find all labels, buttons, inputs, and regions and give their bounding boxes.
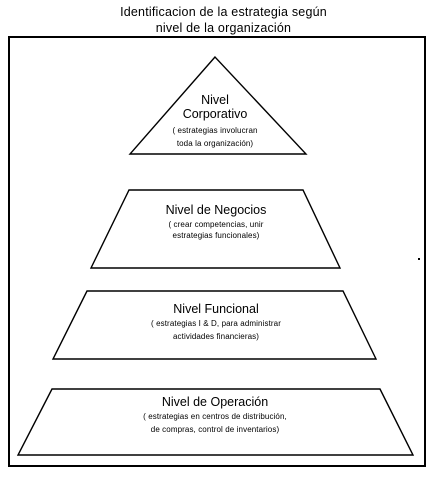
level-operacion-desc-line-2: de compras, control de inventarios)	[150, 425, 280, 434]
level-operacion-desc-line-1: ( estrategias en centros de distribución…	[143, 412, 287, 421]
level-corporativo-desc-line-1: ( estrategias involucran	[172, 126, 258, 135]
diagram-title-line-1: Identificacion de la estrategia según	[120, 5, 327, 19]
level-funcional-name: Nivel Funcional	[173, 302, 259, 316]
level-negocios-trapezoid	[89, 189, 342, 269]
level-negocios-desc-line-1: ( crear competencias, unir	[168, 220, 264, 229]
level-corporativo-name-line-2: Corporativo	[182, 107, 248, 121]
stray-dot	[418, 258, 420, 260]
level-funcional-desc-line-1: ( estrategias I & D, para administrar	[151, 319, 281, 328]
level-funcional-trapezoid	[51, 290, 378, 360]
diagram-frame	[8, 36, 426, 467]
level-negocios-desc-line-2: estrategias funcionales)	[172, 231, 260, 240]
level-negocios-name: Nivel de Negocios	[165, 203, 267, 217]
level-corporativo-name-line-1: Nivel	[201, 93, 229, 107]
level-operacion-name: Nivel de Operación	[161, 395, 269, 409]
diagram-title-line-2: nivel de la organización	[155, 21, 292, 35]
level-corporativo-triangle	[128, 55, 308, 155]
level-operacion-trapezoid	[16, 388, 415, 456]
level-funcional-desc-line-2: actividades financieras)	[173, 332, 259, 341]
level-corporativo-desc-line-2: toda la organización)	[176, 139, 254, 148]
